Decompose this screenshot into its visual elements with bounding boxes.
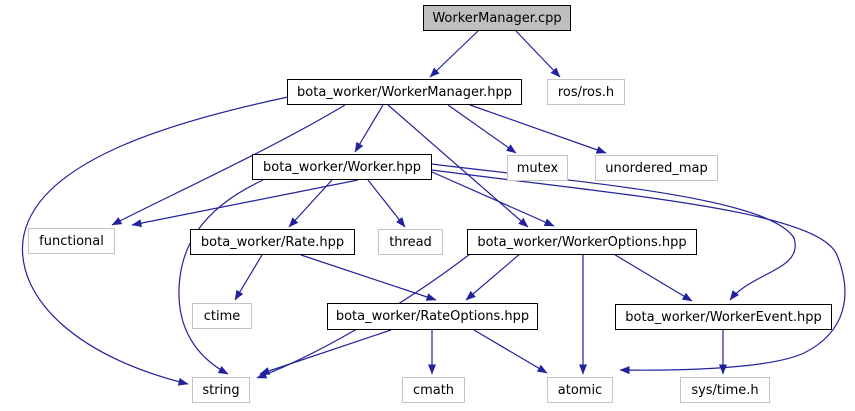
node-label: thread <box>389 234 432 250</box>
edge-rateoptions_hpp-string <box>259 329 392 375</box>
edge-workermanager_hpp-mutex <box>447 104 517 154</box>
node-rateoptions_hpp[interactable]: bota_worker/RateOptions.hpp <box>327 303 538 330</box>
node-thread: thread <box>378 229 443 255</box>
node-ctime: ctime <box>192 303 252 329</box>
node-workermanager_hpp[interactable]: bota_worker/WorkerManager.hpp <box>287 79 522 105</box>
edge-worker_hpp-string <box>178 179 264 375</box>
node-functional: functional <box>28 228 115 254</box>
edge-workermanager_cpp-ros_h <box>515 30 561 78</box>
edge-worker_hpp-thread <box>367 179 406 228</box>
node-sys_time_h: sys/time.h <box>680 377 770 403</box>
node-label: bota_worker/RateOptions.hpp <box>335 309 530 324</box>
node-label: cmath <box>412 382 455 398</box>
node-label: string <box>202 382 240 398</box>
edge-workermanager_hpp-worker_hpp <box>354 104 384 153</box>
edge-rate_hpp-rateoptions_hpp <box>300 254 437 301</box>
node-label: ctime <box>203 308 241 324</box>
edge-worker_hpp-functional <box>131 179 359 228</box>
node-label: bota_worker/WorkerManager.hpp <box>297 84 512 100</box>
edge-workeroptions_hpp-rateoptions_hpp <box>465 252 522 301</box>
node-label: bota_worker/WorkerOptions.hpp <box>477 234 687 250</box>
node-workermanager_cpp: WorkerManager.cpp <box>423 5 571 31</box>
edge-workermanager_cpp-workermanager_hpp <box>429 30 479 78</box>
node-label: ros/ros.h <box>557 84 615 100</box>
edge-rateoptions_hpp-atomic <box>473 329 548 374</box>
node-label: unordered_map <box>605 160 708 176</box>
node-label: bota_worker/Worker.hpp <box>263 159 421 175</box>
edge-worker_hpp-atomic <box>431 169 846 375</box>
node-rate_hpp[interactable]: bota_worker/Rate.hpp <box>190 229 355 255</box>
node-label: functional <box>39 233 104 249</box>
node-ros_h: ros/ros.h <box>547 79 625 105</box>
edge-workeroptions_hpp-workerevent_hpp <box>611 252 693 302</box>
node-atomic: atomic <box>547 377 613 403</box>
node-worker_hpp[interactable]: bota_worker/Worker.hpp <box>252 154 432 180</box>
node-label: bota_worker/Rate.hpp <box>200 234 345 250</box>
node-label: WorkerManager.cpp <box>432 10 562 26</box>
edge-workermanager_hpp-unordered_map <box>469 104 607 154</box>
node-workeroptions_hpp[interactable]: bota_worker/WorkerOptions.hpp <box>467 229 697 255</box>
node-string: string <box>192 377 250 403</box>
edge-rate_hpp-ctime <box>234 254 263 301</box>
edge-worker_hpp-rate_hpp <box>288 179 333 228</box>
node-mutex: mutex <box>507 155 568 181</box>
node-cmath: cmath <box>402 377 465 403</box>
node-workerevent_hpp[interactable]: bota_worker/WorkerEvent.hpp <box>615 304 832 330</box>
node-label: atomic <box>557 382 603 398</box>
node-label: bota_worker/WorkerEvent.hpp <box>625 309 822 325</box>
node-label: sys/time.h <box>691 382 759 398</box>
node-unordered_map: unordered_map <box>595 155 718 181</box>
node-label: mutex <box>516 160 559 176</box>
